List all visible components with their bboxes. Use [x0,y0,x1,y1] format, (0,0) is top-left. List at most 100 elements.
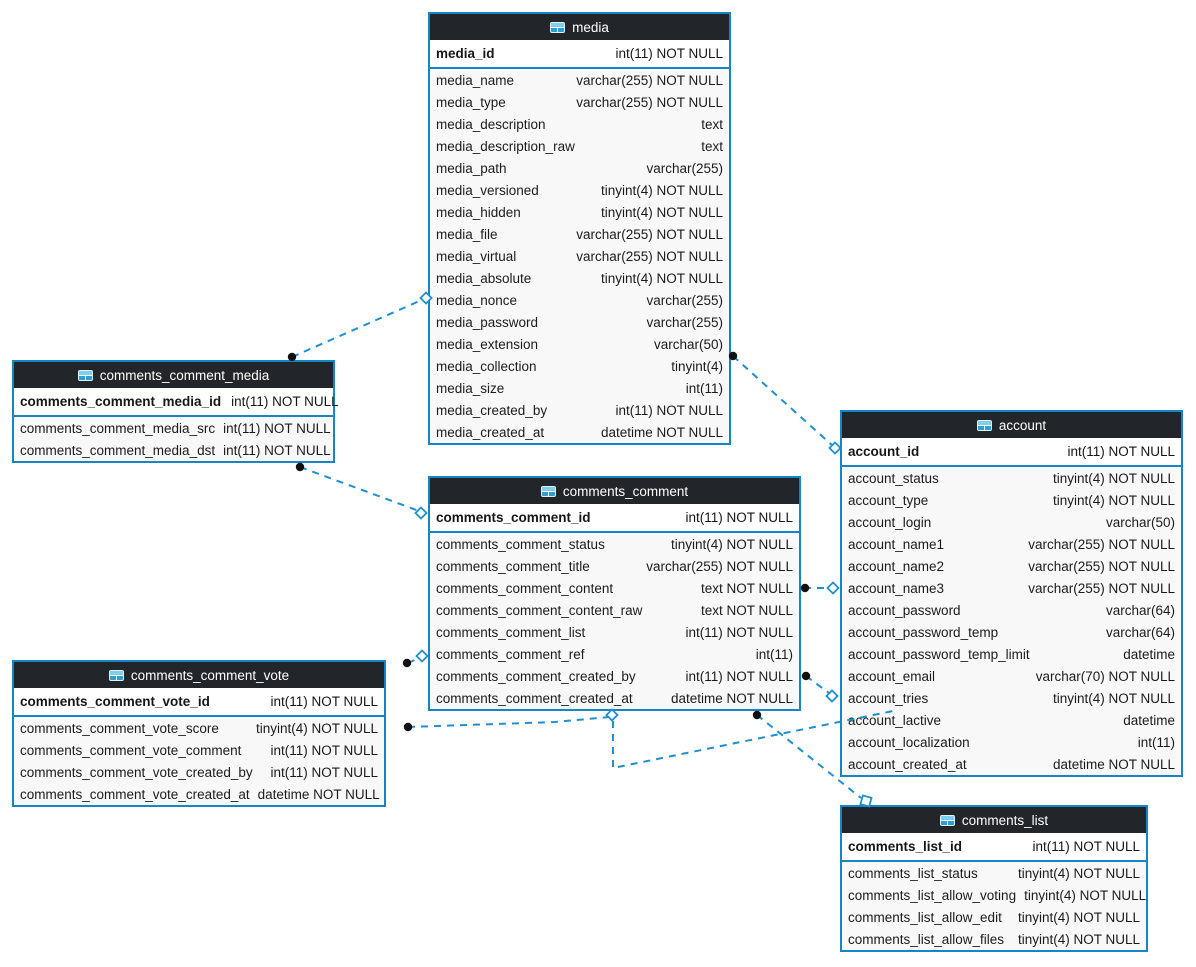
table-title: media [572,19,609,35]
column-name: account_password_temp [848,624,999,640]
field-row: comments_list_status tinyint(4) NOT NULL [842,862,1146,884]
column-type: varchar(255) NOT NULL [576,94,723,110]
table-title: comments_comment [562,483,689,499]
table-header-comments_list[interactable]: comments_list [842,807,1146,833]
table-header-comments_comment_vote[interactable]: comments_comment_vote [14,662,384,688]
relationship-line-comments_comment_vote-comments_comment[interactable] [407,716,610,728]
column-name: comments_comment_list [436,624,586,640]
column-type: int(11) NOT NULL [685,624,793,640]
column-type: tinyint(4) NOT NULL [1052,492,1175,508]
pk-column-name: comments_comment_vote_id [20,694,210,709]
column-name: comments_comment_vote_comment [20,742,242,758]
column-type: tinyint(4) NOT NULL [1017,909,1140,925]
column-type: tinyint(4) NOT NULL [1017,931,1140,947]
column-type: varchar(64) [1105,624,1175,640]
column-type: varchar(255) NOT NULL [576,226,723,242]
table-comments_comment_media[interactable]: comments_comment_media comments_comment_m… [12,360,339,463]
column-type: datetime [1123,646,1175,662]
table-header-media[interactable]: media [430,14,729,40]
column-name: account_localization [848,734,970,750]
pk-row: comments_list_id int(11) NOT NULL [842,833,1146,862]
column-name: comments_comment_content [436,580,614,596]
relationship-line-media-account[interactable] [732,355,834,447]
relationship-line-comments_comment-comments_list[interactable] [756,714,862,799]
column-name: account_password [848,602,961,618]
field-row: account_password_temp varchar(64) [842,621,1181,643]
column-name: media_hidden [436,204,521,220]
one-end-diamond [414,506,428,520]
column-name: media_size [436,380,505,396]
column-type: varchar(255) NOT NULL [646,558,793,574]
column-type: int(11) NOT NULL [223,420,331,436]
column-type: tinyint(4) NOT NULL [1017,865,1140,881]
table-icon [550,21,566,33]
relationship-line-comments_comment_media-comments_comment[interactable] [299,466,420,512]
column-name: account_name2 [848,558,945,574]
column-type: datetime NOT NULL [1052,756,1175,772]
column-type: int(11) NOT NULL [685,668,793,684]
column-type: varchar(255) [646,160,723,176]
field-row: comments_comment_list int(11) NOT NULL [430,621,799,643]
table-header-account[interactable]: account [842,412,1181,438]
pk-column-name: comments_list_id [848,839,963,854]
relationship-line-comments_comment-account[interactable] [612,710,894,770]
column-name: comments_list_status [848,865,978,881]
column-name: media_versioned [436,182,539,198]
table-icon [540,485,556,497]
column-type: datetime NOT NULL [600,424,723,440]
column-type: varchar(255) NOT NULL [1028,536,1175,552]
column-name: account_type [848,492,929,508]
column-type: varchar(255) NOT NULL [576,72,723,88]
column-name: comments_comment_created_by [436,668,636,684]
relationship-line-comments_comment_vote-comments_comment[interactable] [407,657,420,664]
column-name: media_collection [436,358,537,374]
column-name: comments_list_allow_edit [848,909,1002,925]
table-header-comments_comment[interactable]: comments_comment [430,478,799,504]
column-name: media_description [436,116,546,132]
table-header-comments_comment_media[interactable]: comments_comment_media [14,362,333,388]
column-name: media_description_raw [436,138,575,154]
pk-column-type: int(11) NOT NULL [1067,444,1175,459]
column-name: account_email [848,668,936,684]
table-title: comments_comment_media [99,367,270,383]
column-name: account_tries [848,690,929,706]
column-name: media_absolute [436,270,532,286]
relationship-line-comments_comment-account[interactable] [805,675,830,694]
column-name: account_status [848,470,939,486]
pk-column-type: int(11) NOT NULL [1032,839,1140,854]
column-type: varchar(255) [646,314,723,330]
column-type: varchar(255) NOT NULL [576,248,723,264]
column-type: datetime NOT NULL [257,786,380,802]
table-comments_list[interactable]: comments_list comments_list_id int(11) NOT… [840,805,1148,952]
relationship-line-comments_comment_media-media[interactable] [291,298,425,358]
table-icon [108,669,124,681]
column-name: account_login [848,514,932,530]
column-type: varchar(255) NOT NULL [1028,580,1175,596]
column-name: media_nonce [436,292,518,308]
